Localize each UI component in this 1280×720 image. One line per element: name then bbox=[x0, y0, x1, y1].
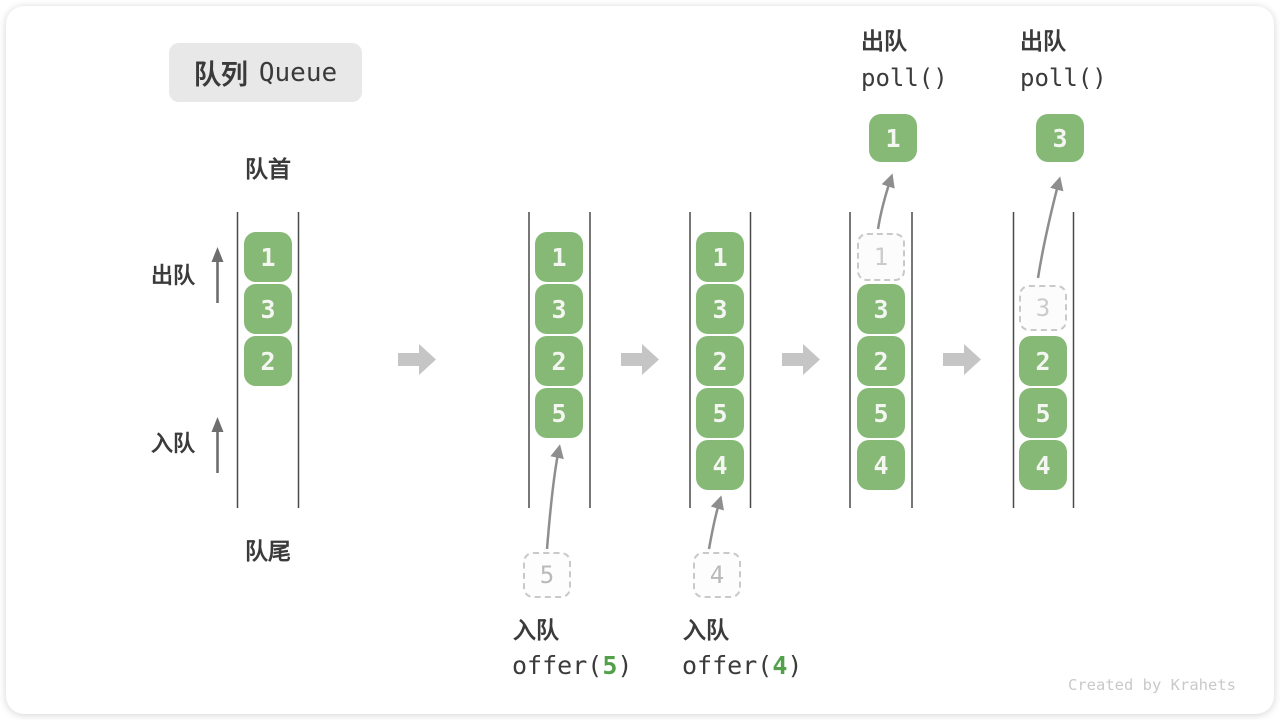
queue-cell: 1 bbox=[696, 232, 744, 282]
queue-cell: 3 bbox=[857, 284, 905, 334]
poll-3-arrow bbox=[1036, 176, 1064, 279]
side-enqueue-label: 入队 bbox=[151, 431, 196, 456]
queue-cell: 1 bbox=[244, 232, 292, 282]
dequeue-op-code: poll() bbox=[861, 64, 948, 92]
removed-cell-ghost: 3 bbox=[1019, 285, 1067, 331]
code-arg: 5 bbox=[602, 651, 618, 680]
enqueue-op-label: 入队 bbox=[683, 617, 729, 643]
enqueue-4-arrow bbox=[707, 495, 724, 550]
queue-cell: 3 bbox=[696, 284, 744, 334]
side-dequeue-label: 出队 bbox=[151, 263, 196, 288]
queue-cell: 2 bbox=[857, 336, 905, 386]
dequeue-op-label: 出队 bbox=[1020, 28, 1066, 54]
queue-rear-label: 队尾 bbox=[245, 538, 291, 564]
operation-path-arrows bbox=[545, 173, 1064, 550]
enqueue-op-code: offer(4) bbox=[682, 652, 802, 680]
code-post: ) bbox=[617, 651, 633, 680]
queue-cell: 2 bbox=[1019, 336, 1067, 386]
watermark-credit: Created by Krahets bbox=[1068, 676, 1236, 694]
dequeue-op-label: 出队 bbox=[861, 28, 907, 54]
queue-cell: 2 bbox=[244, 336, 292, 386]
queue-cell: 2 bbox=[535, 336, 583, 386]
title-badge: 队列 Queue bbox=[169, 43, 362, 102]
dequeue-op-code: poll() bbox=[1020, 64, 1107, 92]
enqueue-op-code: offer(5) bbox=[512, 652, 632, 680]
queue-cell: 4 bbox=[1019, 440, 1067, 490]
queue-cell: 5 bbox=[857, 388, 905, 438]
queue-cell: 4 bbox=[857, 440, 905, 490]
pending-enqueue-cell: 4 bbox=[693, 552, 741, 598]
queue-cell: 4 bbox=[696, 440, 744, 490]
block-transition-arrows bbox=[398, 344, 981, 375]
queue-cell: 5 bbox=[696, 388, 744, 438]
queue-cell: 3 bbox=[244, 284, 292, 334]
pending-enqueue-cell: 5 bbox=[523, 552, 571, 598]
poll-1-arrow bbox=[876, 173, 895, 230]
code-arg: 4 bbox=[772, 651, 788, 680]
queue-front-label: 队首 bbox=[245, 156, 291, 182]
enqueue-op-label: 入队 bbox=[513, 617, 559, 643]
enqueue-direction-arrow bbox=[211, 417, 224, 473]
removed-cell-floating: 1 bbox=[869, 114, 917, 162]
queue-wall-lines bbox=[236, 212, 1075, 508]
queue-cell: 5 bbox=[1019, 388, 1067, 438]
code-pre: offer( bbox=[512, 651, 603, 680]
queue-cell: 3 bbox=[535, 284, 583, 334]
title-zh: 队列 bbox=[193, 60, 248, 90]
queue-cell: 1 bbox=[535, 232, 583, 282]
code-post: ) bbox=[787, 651, 803, 680]
removed-cell-floating: 3 bbox=[1036, 114, 1084, 162]
dequeue-direction-arrow bbox=[211, 247, 224, 303]
enqueue-5-arrow bbox=[545, 444, 564, 550]
queue-cell: 2 bbox=[696, 336, 744, 386]
code-pre: offer( bbox=[682, 651, 773, 680]
title-en: Queue bbox=[258, 57, 338, 88]
removed-cell-ghost: 1 bbox=[857, 233, 905, 281]
queue-cell: 5 bbox=[535, 388, 583, 438]
